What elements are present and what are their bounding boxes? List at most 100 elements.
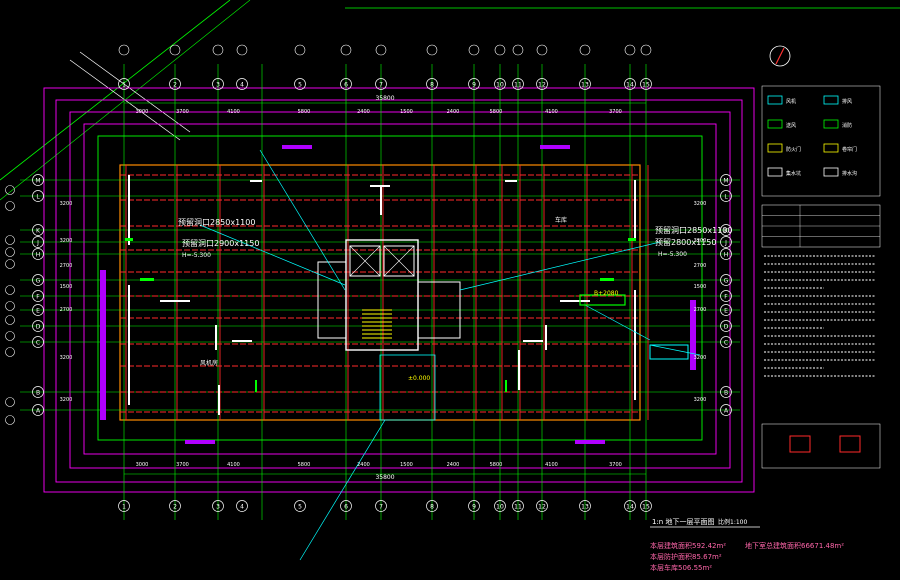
duct-box — [649, 344, 689, 360]
axis-bubble-bottom — [294, 500, 306, 512]
axis-bubble-top-label: 12 — [538, 82, 546, 89]
column-stub — [255, 380, 257, 392]
axis-bubble-top-label: 8 — [430, 82, 434, 89]
leader-line — [459, 241, 661, 291]
axis-bubble-right-label: M — [723, 178, 728, 185]
axis-bubble-left — [32, 190, 44, 202]
axis-bubble-bottom — [536, 500, 548, 512]
leader-line — [259, 149, 346, 291]
building-outlines — [43, 87, 755, 493]
dimension-right: 2700 — [694, 263, 707, 269]
room-label-2: 车库 — [555, 216, 567, 224]
shear-wall — [250, 180, 262, 182]
axis-bubble-left — [32, 336, 44, 348]
elevator-cross — [349, 245, 381, 277]
shear-wall — [634, 180, 636, 240]
axis-bubble-top — [169, 78, 181, 90]
axis-bubble-far-left — [5, 397, 15, 407]
axis-bubble-bottom-label: 2 — [173, 504, 177, 511]
axis-bubble-top — [118, 78, 130, 90]
axis-bubble-right-label: L — [724, 194, 728, 201]
axis-bubble-left — [32, 304, 44, 316]
axis-bubble-top-label: 1 — [122, 82, 126, 89]
elevator-cross — [383, 245, 415, 277]
dimension-bottom: 2400 — [447, 462, 460, 468]
axis-bubble-bottom — [512, 500, 524, 512]
axis-bubble-left — [32, 404, 44, 416]
legend-swatch — [823, 119, 839, 129]
axis-bubble-right — [720, 174, 732, 186]
axis-bubble-far-left — [5, 185, 15, 195]
axis-bubbles: 1122334455667788991010111112121313141415… — [5, 44, 732, 512]
side-room — [417, 281, 461, 339]
column-stub — [125, 238, 133, 241]
legend-label: 防火门 — [786, 146, 801, 153]
legend-label: 消防 — [842, 122, 852, 129]
leader-line — [299, 419, 386, 561]
detail-shape — [789, 435, 811, 453]
axis-bubble-bottom — [375, 500, 387, 512]
dimension-right: 3200 — [694, 238, 707, 244]
axis-bubble-top — [294, 78, 306, 90]
axis-bubble-bottom — [212, 500, 224, 512]
legend-swatch — [823, 167, 839, 177]
edge-beam — [540, 145, 570, 149]
dimension-left: 3200 — [60, 238, 73, 244]
legend-label: 排水沟 — [842, 170, 857, 177]
column-stub — [140, 278, 154, 281]
axis-bubble-bottom-label: 1 — [122, 504, 126, 511]
axis-bubble-bottom-label: 12 — [538, 504, 546, 511]
north-arrow-circle — [769, 45, 791, 67]
legend-label: 风机 — [786, 98, 796, 105]
axis-bubble-upper — [512, 44, 524, 56]
legend-label: 送风 — [786, 122, 796, 129]
axis-bubble-left-label: M — [35, 178, 40, 185]
axis-bubble-top-label: 11 — [514, 82, 522, 89]
area-line-2: 本层防护面积85.67m² — [650, 552, 722, 561]
axis-bubble-upper — [579, 44, 591, 56]
legend-label: 集水坑 — [786, 170, 801, 177]
axis-bubble-bottom — [494, 500, 506, 512]
axis-bubble-top-label: 5 — [298, 82, 302, 89]
axis-bubble-right — [720, 236, 732, 248]
axis-bubble-bottom-label: 4 — [240, 504, 244, 511]
detail-frame — [761, 423, 881, 469]
axis-bubble-upper — [118, 44, 130, 56]
dimension-bottom: 5800 — [298, 462, 311, 468]
axis-bubble-left — [32, 386, 44, 398]
axis-bubble-bottom-label: 11 — [514, 504, 522, 511]
side-room — [317, 261, 347, 339]
axis-bubble-top — [375, 78, 387, 90]
axis-bubble-bottom-label: 5 — [298, 504, 302, 511]
axis-bubble-top-label: 10 — [496, 82, 504, 89]
axis-bubble-left-label: B — [36, 390, 40, 397]
room-label-1: 风机房 — [200, 359, 218, 367]
dimension-top: 3700 — [176, 109, 189, 115]
axis-bubble-far-left — [5, 247, 15, 257]
dimension-bottom: 4100 — [227, 462, 240, 468]
axis-bubble-bottom-label: 9 — [472, 504, 476, 511]
axis-bubble-right — [720, 224, 732, 236]
detail-shape — [839, 435, 861, 453]
axis-bubble-bottom-label: 13 — [581, 504, 589, 511]
title-block: 1:n 地下一层平面图 比例1:100 本层建筑面积592.42m² 本层防护面… — [650, 517, 844, 572]
drawing-scale: 比例1:100 — [718, 518, 747, 526]
structure-layer — [100, 145, 696, 444]
axis-bubble-left-label: J — [36, 240, 39, 247]
dimension-bottom: 3700 — [609, 462, 622, 468]
annotations: 预留洞口2850x1100 预留洞口2900x1150 H=-5.300 预留洞… — [178, 216, 732, 382]
axis-bubble-bottom-label: 10 — [496, 504, 504, 511]
axis-bubble-right — [720, 304, 732, 316]
axis-bubble-top — [340, 78, 352, 90]
column-stub — [505, 380, 507, 392]
edge-beam — [185, 440, 215, 444]
axis-bubble-left-label: F — [36, 294, 40, 301]
axis-bubble-left — [32, 274, 44, 286]
axis-bubble-top — [426, 78, 438, 90]
axis-bubble-top — [640, 78, 652, 90]
axis-bubble-left — [32, 320, 44, 332]
axis-bubble-top-label: 9 — [472, 82, 476, 89]
dimension-right: 3200 — [694, 201, 707, 207]
shear-wall — [128, 175, 130, 245]
